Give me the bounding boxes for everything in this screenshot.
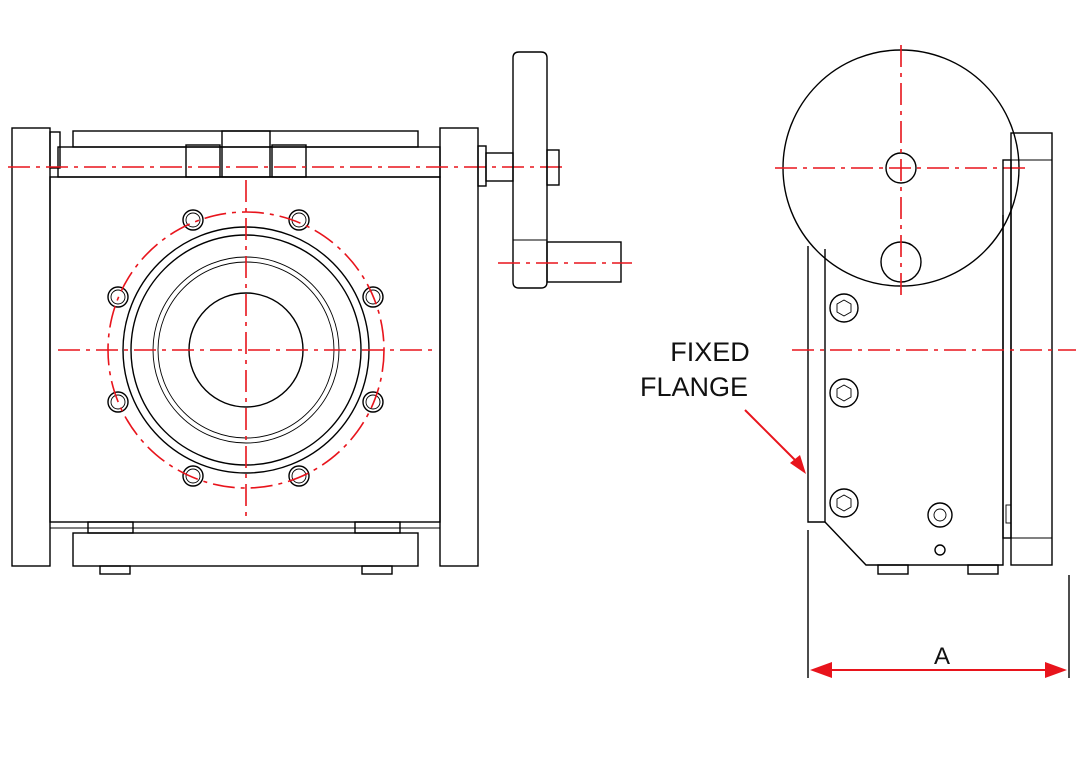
dimension-arrow-left [810, 662, 832, 678]
leader-line [744, 409, 799, 464]
front-view [8, 51, 632, 575]
left-post-cap [49, 131, 61, 169]
top-plate [57, 130, 441, 178]
bolt-holes [107, 209, 384, 487]
body-box [49, 176, 441, 523]
handwheel [477, 51, 632, 289]
rear-plate [1002, 132, 1053, 566]
socket-screws [829, 293, 953, 556]
right-post [439, 127, 479, 567]
bottom-base [72, 521, 419, 575]
side-view: FIXED FLANGE A [640, 45, 1076, 678]
dimension-arrow-right [1045, 662, 1067, 678]
left-post [11, 127, 51, 567]
side-body [807, 215, 1004, 575]
dimension-label: A [934, 643, 950, 670]
flange-label-line1: FIXED [670, 337, 750, 367]
leader-arrowhead [790, 455, 806, 474]
flange-label-line2: FLANGE [640, 372, 748, 402]
